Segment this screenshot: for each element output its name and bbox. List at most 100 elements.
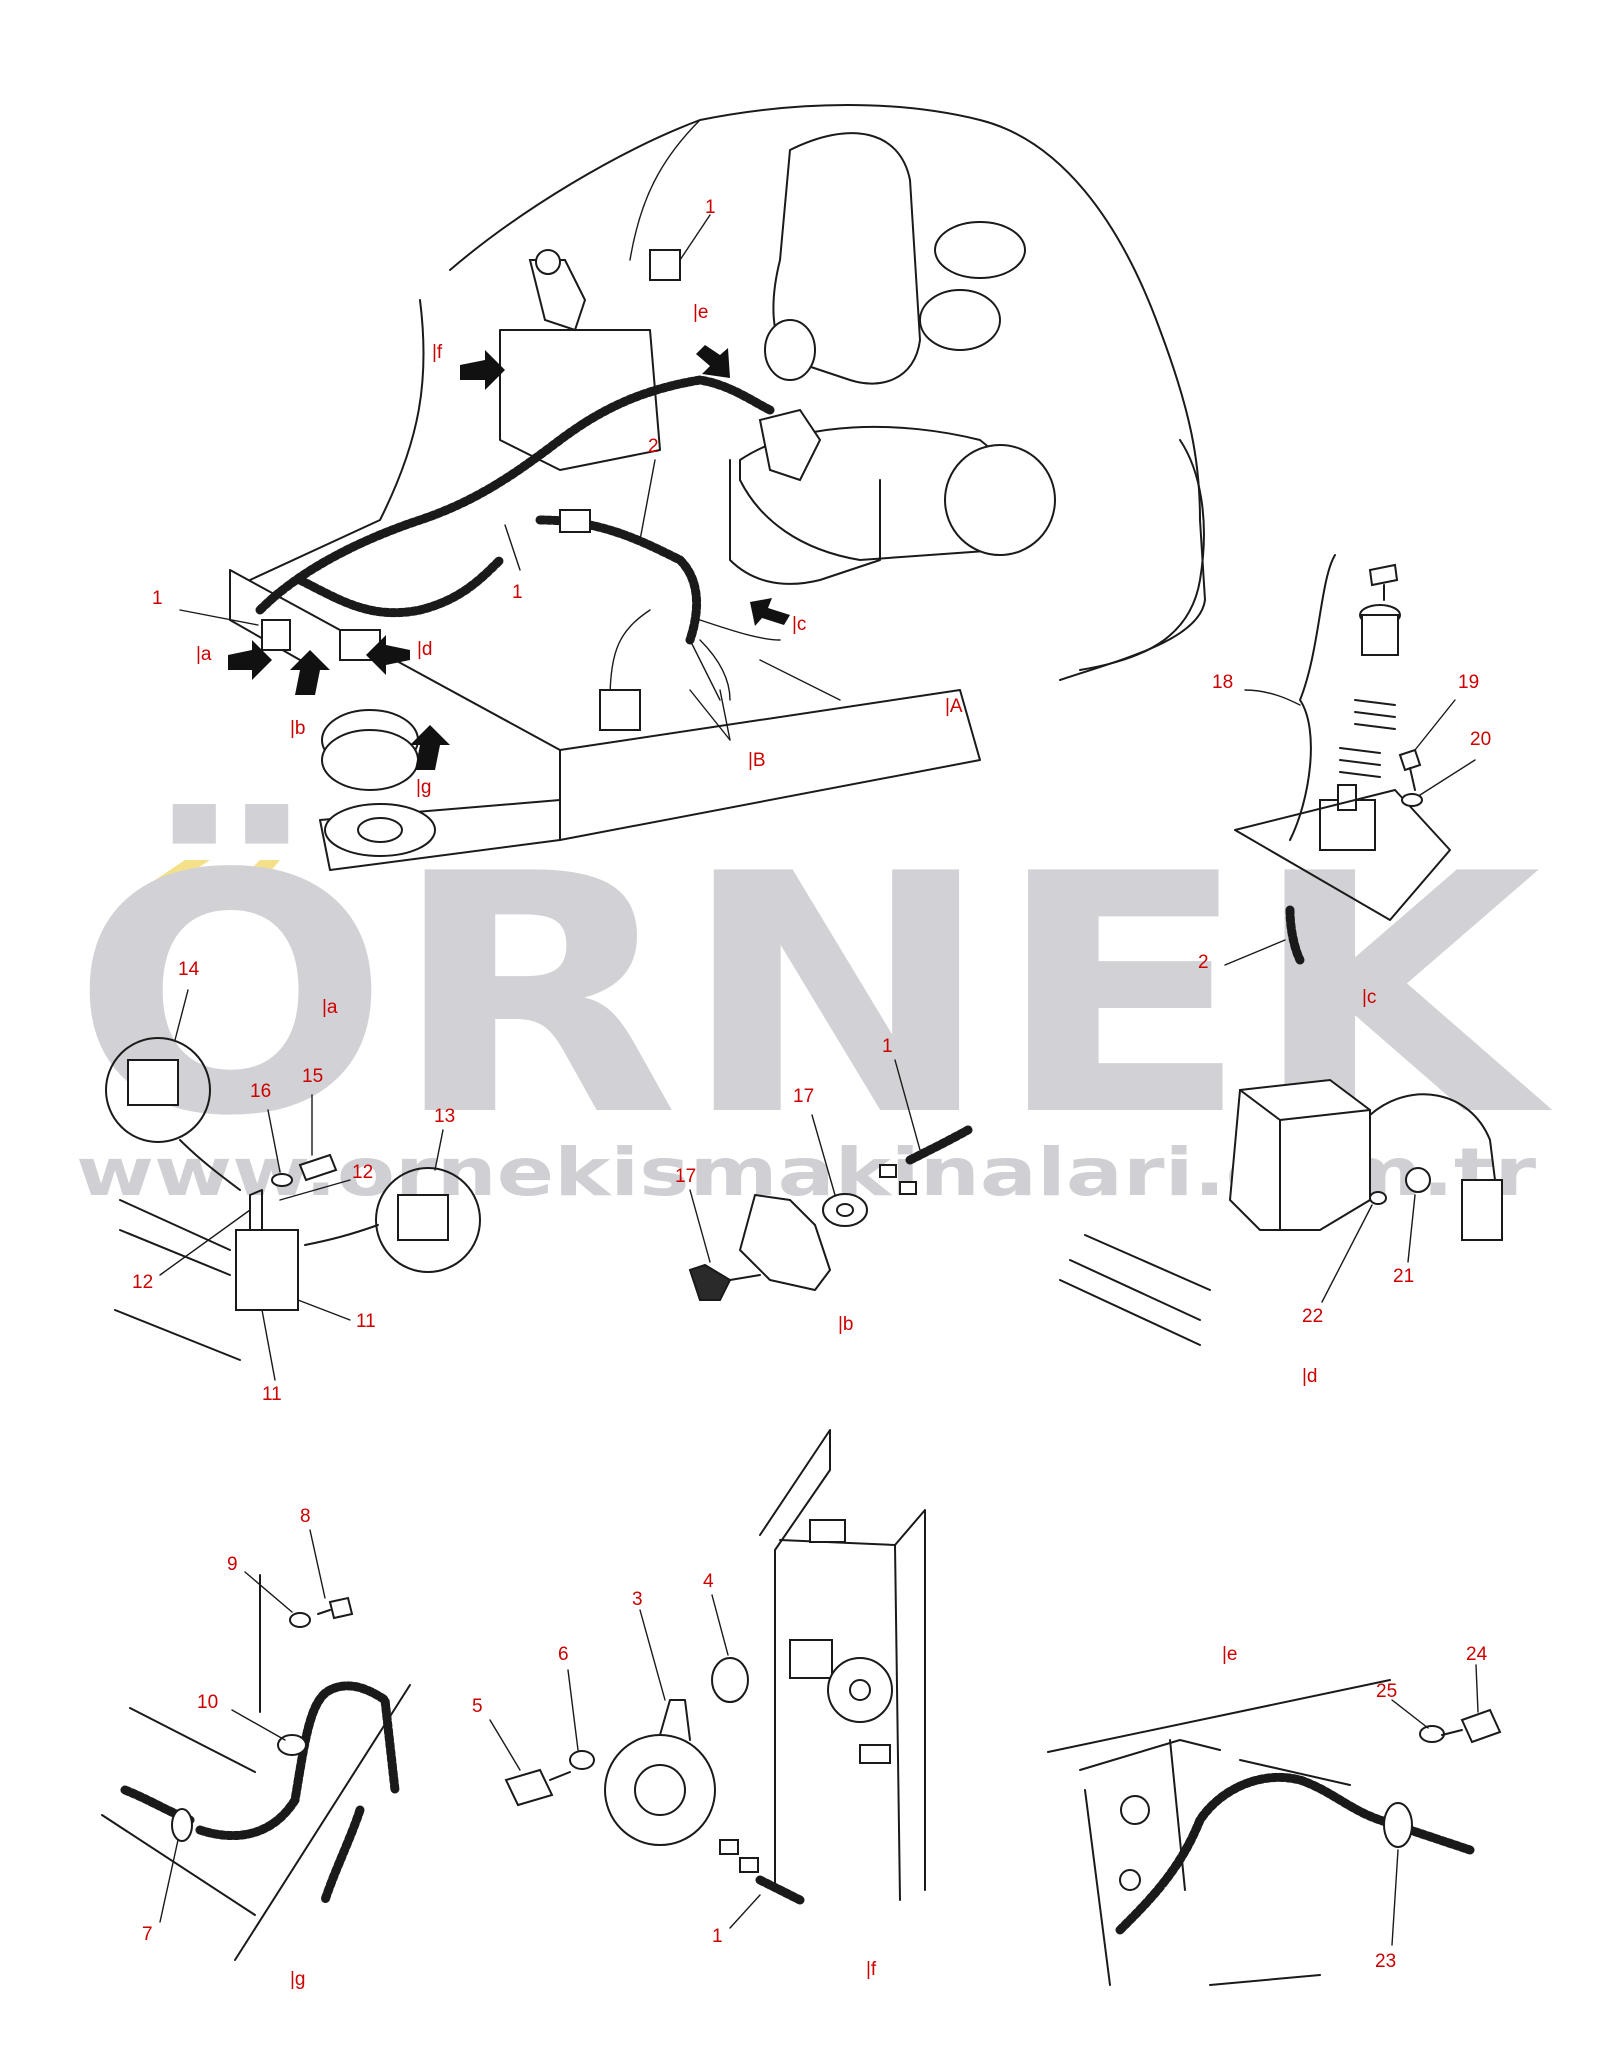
g-callout-7: 7 [142,1924,153,1945]
main-view-B: |B [748,750,766,771]
c-screw-head [1368,563,1399,587]
f-callout-4: 4 [703,1571,714,1592]
c-leader-18 [1244,689,1301,706]
leader-main-1-left [179,609,259,626]
c-callout-19: 19 [1458,672,1479,693]
wire-harness-lower [295,555,505,618]
wire-harness-branch [535,515,702,645]
f-slot-1 [809,1519,846,1543]
e-frame-lower [1084,1789,1111,1986]
b-leader-1 [894,1059,921,1151]
a-detail-circle-13 [375,1167,481,1273]
a-frame-1 [119,1199,231,1251]
g-callout-8: 8 [300,1506,311,1527]
main-callout-1-top: 1 [705,197,716,218]
c-screw-19-shank [1409,767,1416,791]
e-frame-mid [1079,1739,1221,1771]
g-washer-9 [289,1612,311,1628]
d-module-body [1228,1078,1371,1231]
g-leader-10 [231,1709,286,1741]
g-hose-branch [320,1805,365,1905]
e-bolt-24 [1460,1708,1502,1744]
c-leader-19 [1414,699,1456,751]
f-panel-outer [759,1429,831,1891]
a-relay-bracket [249,1189,263,1231]
e-leader-25 [1391,1699,1429,1729]
f-panel-main [779,1539,901,1901]
e-leader-23 [1391,1849,1399,1946]
a-detail-circle-14 [105,1037,211,1143]
d-cable [1369,1093,1496,1181]
main-callout-2: 2 [648,436,659,457]
main-machine-view [179,104,1206,871]
swing-ring-mid [321,729,419,791]
view-d-drawing [1059,1078,1503,1346]
b-connector-1b [899,1181,917,1195]
pointer-arrow-e [696,345,730,378]
f-horn-bracket [659,1699,691,1741]
main-ref-f: |f [432,342,443,363]
view-f-drawing [489,1429,926,1929]
leader-arrow-B1 [689,689,731,741]
c-spring-2 [1339,747,1381,778]
f-washer-6 [569,1750,595,1770]
b-grommet-17-hole [836,1203,854,1217]
pointer-arrow-b [290,650,330,695]
a-callout-12-left: 12 [132,1272,153,1293]
b-sensor-shank [729,1274,761,1281]
a-relay-detail-13 [397,1194,449,1241]
wire-harness-main [255,375,775,615]
main-ref-g: |g [416,777,432,798]
g-frame-2 [101,1814,256,1916]
d-frame-2 [1069,1259,1201,1321]
e-hole-1 [1120,1795,1150,1825]
f-callout-5: 5 [472,1696,483,1717]
main-ref-c: |c [792,614,806,635]
view-g-label: |g [290,1969,306,1990]
g-callout-10: 10 [197,1692,218,1713]
f-bolt-5-shank [549,1771,571,1781]
e-leader-24 [1475,1664,1479,1713]
g-clamp-7 [171,1808,193,1842]
g-leader-9 [244,1571,293,1613]
view-f-label: |f [866,1959,877,1980]
b-leader-17-top [811,1114,836,1196]
leader-main-2 [639,459,656,541]
b-callout-1: 1 [882,1036,893,1057]
swing-ring-hole [357,817,403,843]
b-plate [739,1194,831,1291]
a-callout-13: 13 [434,1106,455,1127]
f-bracket-4 [789,1639,833,1679]
g-leader-8 [309,1529,326,1599]
e-hole-2 [1119,1869,1141,1891]
e-bolt-24-shank [1441,1729,1463,1736]
a-relay-body [235,1229,299,1311]
view-b-label: |b [838,1314,854,1335]
wire-lead-1 [609,609,651,701]
a-leader-11-bottom [261,1309,276,1381]
d-frame-1 [1084,1234,1211,1291]
a-frame-3 [114,1309,241,1361]
a-screw-15 [298,1153,338,1182]
view-e-drawing [1047,1664,1502,1986]
d-callout-22: 22 [1302,1306,1323,1327]
e-frame-post [1169,1739,1186,1891]
f-callout-1: 1 [712,1926,723,1947]
main-ref-b: |b [290,718,306,739]
pointer-arrow-d [366,635,410,675]
e-clamp-23 [1383,1802,1413,1848]
leader-main-1-top [679,214,711,261]
a-leader-11-right [297,1299,351,1321]
leader-arrow-B2 [719,689,731,741]
g-frame-4 [234,1684,411,1961]
c-mount-plate [1234,789,1451,921]
e-frame-right [1239,1759,1351,1786]
cab-right-panel [1079,439,1205,671]
view-c-label: |c [1362,987,1376,1008]
e-washer-25 [1419,1725,1445,1743]
f-leader-6 [567,1669,579,1751]
d-bolt-21 [1405,1167,1431,1193]
g-screw-8-shank [317,1609,331,1615]
f-panel-edge [894,1509,926,1891]
